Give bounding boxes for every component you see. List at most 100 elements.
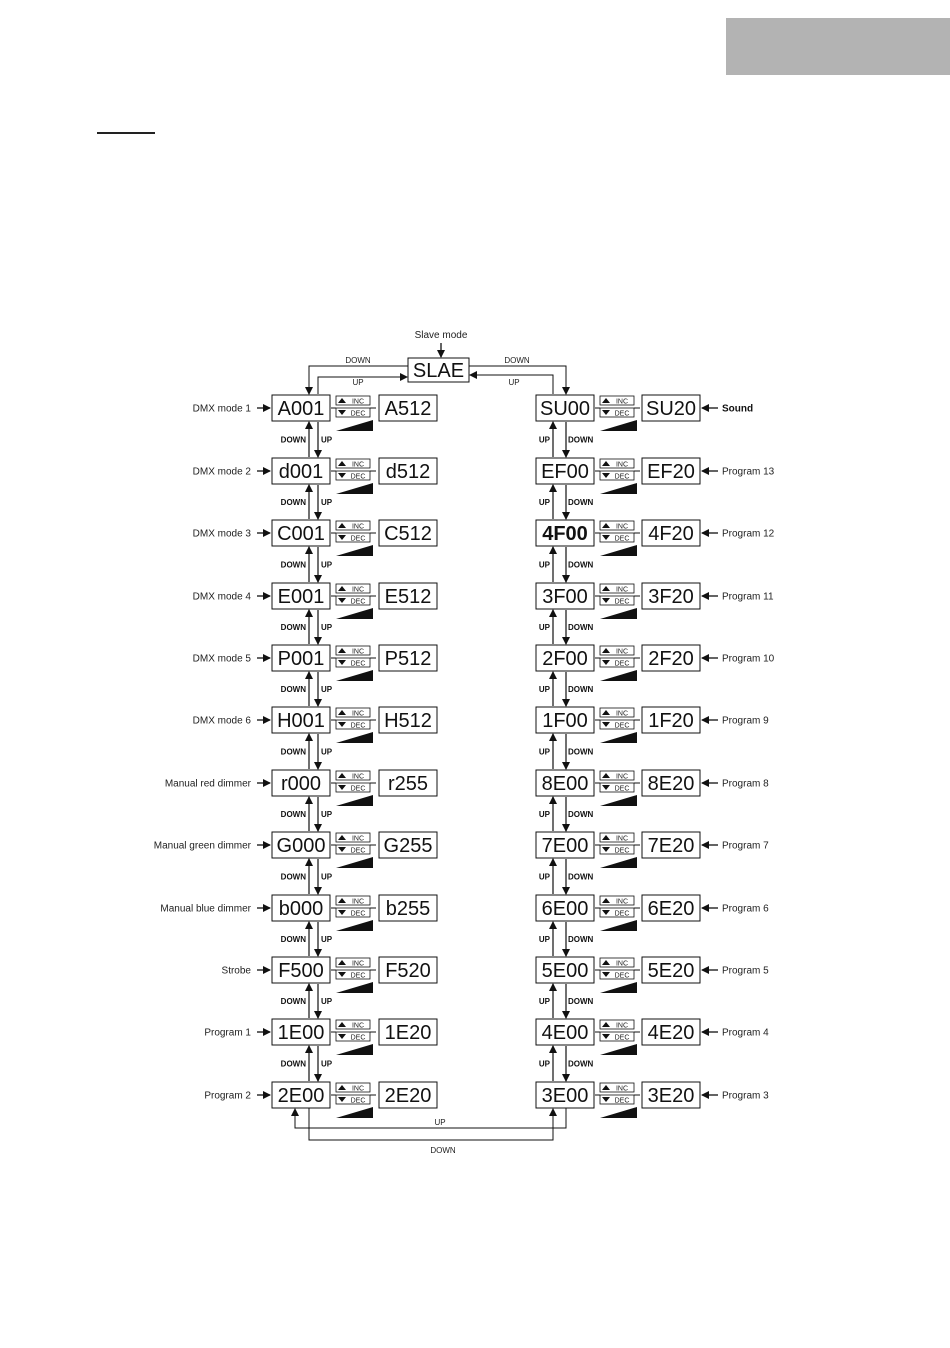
left-inc-label-2: INC <box>352 524 364 531</box>
left-dec-label-4: DEC <box>351 661 366 668</box>
right-level-ramp-icon-11 <box>600 1107 637 1118</box>
right-start-value-4: 2F00 <box>542 648 588 670</box>
right-level-ramp-icon-5 <box>600 732 637 743</box>
left-nav-down-label-6: DOWN <box>281 810 307 819</box>
right-dec-key-4 <box>599 657 635 668</box>
left-dec-label-11: DEC <box>351 1098 366 1105</box>
right-inc-key-3 <box>599 583 635 594</box>
left-level-ramp-icon-2 <box>336 545 373 556</box>
left-end-display-8 <box>378 894 438 922</box>
left-inc-arrow-icon-7 <box>338 835 346 840</box>
right-dec-arrow-icon-3 <box>602 598 610 603</box>
right-start-value-9: 5E00 <box>542 960 589 982</box>
right-start-value-7: 7E00 <box>542 835 589 857</box>
right-dec-arrow-icon-4 <box>602 660 610 665</box>
right-nav-down-label-7: DOWN <box>568 873 594 882</box>
right-inc-label-1: INC <box>616 462 628 469</box>
right-dec-label-2: DEC <box>615 536 630 543</box>
left-dec-arrow-icon-0 <box>338 410 346 415</box>
right-inc-key-11 <box>599 1082 635 1093</box>
left-end-value-3: E512 <box>385 586 432 608</box>
right-nav-up-label-6: UP <box>539 810 551 819</box>
left-dec-key-10 <box>335 1031 371 1042</box>
right-dec-label-10: DEC <box>615 1035 630 1042</box>
left-inc-key-9 <box>335 957 371 968</box>
left-row-label-3: DMX mode 4 <box>193 592 252 603</box>
left-row-label-6: Manual red dimmer <box>165 779 252 790</box>
left-dec-arrow-icon-6 <box>338 785 346 790</box>
right-row-label-2: Program 12 <box>722 529 775 540</box>
right-start-display-5 <box>535 706 595 734</box>
right-start-value-8: 6E00 <box>542 898 589 920</box>
right-dec-arrow-icon-7 <box>602 847 610 852</box>
left-row-label-9: Strobe <box>222 966 252 977</box>
left-inc-arrow-icon-11 <box>338 1085 346 1090</box>
right-level-ramp-icon-3 <box>600 608 637 619</box>
right-inc-label-10: INC <box>616 1023 628 1030</box>
left-dec-label-7: DEC <box>351 848 366 855</box>
right-inc-key-2 <box>599 520 635 531</box>
right-level-ramp-icon-0 <box>600 420 637 431</box>
right-nav-down-label-9: DOWN <box>568 997 594 1006</box>
left-inc-label-10: INC <box>352 1023 364 1030</box>
right-end-display-10 <box>641 1018 701 1046</box>
right-nav-down-label-2: DOWN <box>568 561 594 570</box>
left-inc-label-0: INC <box>352 399 364 406</box>
left-start-value-10: 1E00 <box>278 1022 325 1044</box>
left-start-value-9: F500 <box>278 960 324 982</box>
right-end-value-10: 4E20 <box>648 1022 695 1044</box>
right-row-label-10: Program 4 <box>722 1028 769 1039</box>
right-dec-arrow-icon-9 <box>602 972 610 977</box>
right-nav-down-label-6: DOWN <box>568 810 594 819</box>
right-inc-key-10 <box>599 1019 635 1030</box>
right-dec-arrow-icon-11 <box>602 1097 610 1102</box>
left-end-value-8: b255 <box>386 898 431 920</box>
left-inc-label-1: INC <box>352 462 364 469</box>
right-nav-down-label-8: DOWN <box>568 935 594 944</box>
right-inc-key-6 <box>599 770 635 781</box>
left-start-display-9 <box>271 956 331 984</box>
left-start-value-2: C001 <box>277 523 325 545</box>
left-dec-label-3: DEC <box>351 599 366 606</box>
right-dec-arrow-icon-8 <box>602 910 610 915</box>
right-dec-arrow-icon-10 <box>602 1034 610 1039</box>
left-end-value-0: A512 <box>385 398 432 420</box>
left-inc-key-4 <box>335 645 371 656</box>
left-level-ramp-icon-6 <box>336 795 373 806</box>
right-end-value-3: 3F20 <box>648 586 694 608</box>
left-end-value-1: d512 <box>386 461 431 483</box>
left-dec-key-2 <box>335 532 371 543</box>
right-inc-key-4 <box>599 645 635 656</box>
left-inc-key-3 <box>335 583 371 594</box>
right-level-ramp-icon-4 <box>600 670 637 681</box>
left-inc-label-5: INC <box>352 711 364 718</box>
right-inc-arrow-icon-2 <box>602 523 610 528</box>
left-dec-arrow-icon-11 <box>338 1097 346 1102</box>
left-dec-key-0 <box>335 407 371 418</box>
left-end-display-9 <box>378 956 438 984</box>
left-start-value-7: G000 <box>277 835 326 857</box>
right-row-label-5: Program 9 <box>722 716 769 727</box>
right-inc-label-0: INC <box>616 399 628 406</box>
left-dec-key-7 <box>335 844 371 855</box>
right-end-value-8: 6E20 <box>648 898 695 920</box>
right-start-value-1: EF00 <box>541 461 589 483</box>
left-level-ramp-icon-7 <box>336 857 373 868</box>
right-dec-key-7 <box>599 844 635 855</box>
left-start-display-8 <box>271 894 331 922</box>
left-inc-arrow-icon-9 <box>338 960 346 965</box>
left-dec-key-1 <box>335 470 371 481</box>
left-nav-down-label-2: DOWN <box>281 561 307 570</box>
right-start-value-2: 4F00 <box>542 523 588 545</box>
left-dec-arrow-icon-7 <box>338 847 346 852</box>
right-dec-key-6 <box>599 782 635 793</box>
top-left-down-label: DOWN <box>345 356 371 365</box>
left-inc-key-11 <box>335 1082 371 1093</box>
right-dec-key-2 <box>599 532 635 543</box>
top-right-down-label: DOWN <box>504 356 530 365</box>
right-dec-label-0: DEC <box>615 411 630 418</box>
right-dec-arrow-icon-6 <box>602 785 610 790</box>
left-dec-label-9: DEC <box>351 973 366 980</box>
